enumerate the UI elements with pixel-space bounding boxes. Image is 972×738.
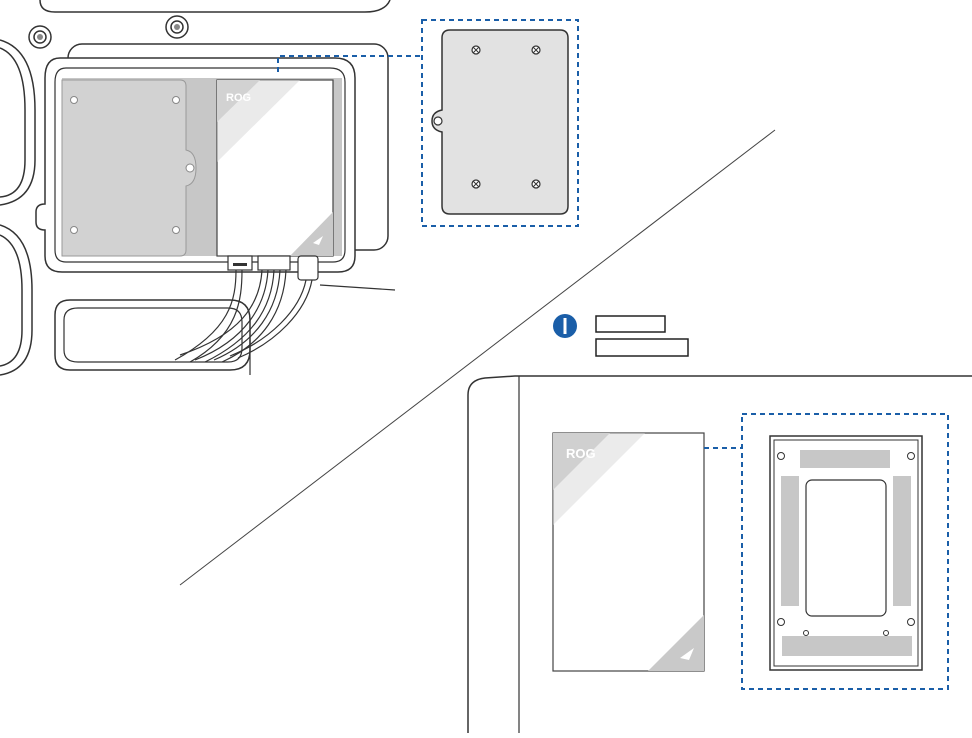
screw-hole [172, 96, 180, 104]
ssd-drive-front: ROG [552, 432, 705, 672]
screw-icon [531, 45, 541, 55]
case-interior-view: ROG [0, 0, 422, 376]
screw-icon [531, 179, 541, 189]
rog-logo-text: ROG [566, 446, 596, 461]
standoff-right [165, 15, 189, 39]
ssd-bracket-detail [431, 29, 569, 215]
step-number: 1 [565, 330, 566, 332]
rog-logo-text: ROG [226, 92, 251, 104]
screw-hole [185, 163, 195, 173]
sata-power-connector [257, 255, 291, 271]
screw-icon [471, 45, 481, 55]
bracket-detail-callout [421, 19, 579, 227]
screw-icon [471, 179, 481, 189]
rog-eye-icon [680, 648, 694, 660]
cable-bundle [174, 269, 313, 363]
screw-hole [172, 226, 180, 234]
screw-hole [70, 226, 78, 234]
label-box-1 [595, 315, 666, 333]
standoff-left [28, 25, 52, 49]
ssd-drive: ROG [216, 79, 334, 257]
ssd-bracket-rear [769, 435, 923, 671]
step-badge [553, 314, 577, 338]
screw-hole [70, 96, 78, 104]
panel-divider [179, 129, 776, 586]
label-box-2 [595, 338, 689, 357]
side-panel-view: ROG [467, 375, 972, 733]
rog-eye-icon [313, 236, 323, 245]
cable-clip [297, 255, 319, 281]
